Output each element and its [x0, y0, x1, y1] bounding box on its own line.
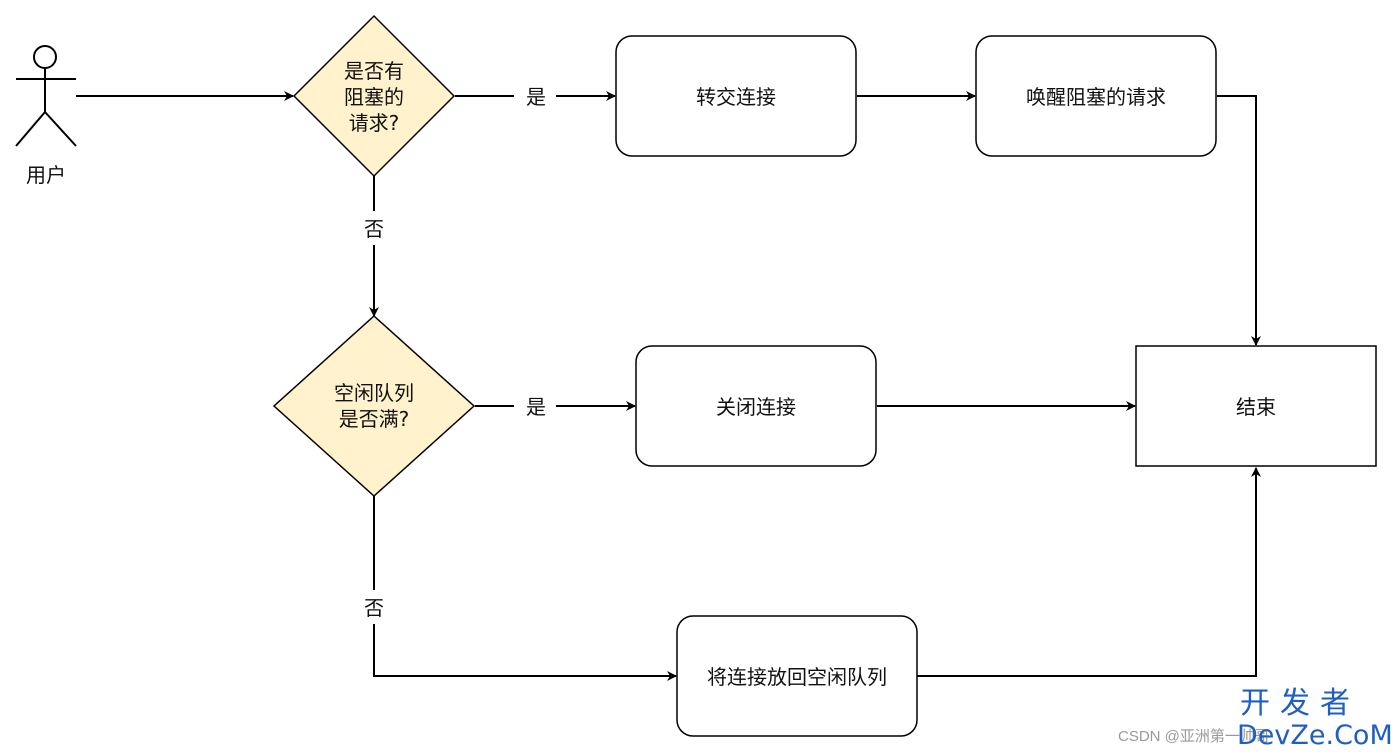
edge-full-no-part2	[373, 624, 677, 681]
watermark-brand-cn: 开发者	[1240, 686, 1360, 721]
actor-head	[33, 45, 57, 69]
user-actor: 用户	[15, 45, 77, 187]
edge-return-to-end	[917, 467, 1261, 677]
node-transfer-connection: 转交连接	[615, 35, 857, 157]
decision-blocked-shape	[292, 14, 456, 178]
node-transfer-box	[615, 35, 857, 157]
decision-full-shape	[272, 314, 476, 498]
decision-idle-queue-full: 空闲队列 是否满?	[272, 314, 476, 498]
actor-right-leg	[44, 111, 77, 147]
node-close-box	[635, 345, 877, 467]
node-wake-request: 唤醒阻塞的请求	[975, 35, 1217, 157]
node-close-label: 关闭连接	[716, 395, 796, 419]
node-return-to-queue: 将连接放回空闲队列	[676, 615, 918, 737]
decision-blocked-requests: 是否有 阻塞的 请求?	[292, 14, 456, 178]
node-transfer-label: 转交连接	[696, 85, 776, 109]
watermark-csdn: CSDN @亚洲第一帅哥	[1118, 727, 1270, 745]
decision-full-line-2: 是否满?	[339, 407, 410, 431]
edge-label-full-yes: 是	[526, 395, 546, 419]
edge-label-full-no: 否	[364, 596, 384, 620]
watermark-brand-en: DevZe.CoM	[1237, 720, 1393, 751]
node-end-label: 结束	[1236, 395, 1276, 419]
node-close-connection: 关闭连接	[635, 345, 877, 467]
actor-label: 用户	[26, 163, 66, 187]
edges	[76, 91, 1261, 681]
watermark: CSDN @亚洲第一帅哥 开发者 DevZe.CoM	[1118, 686, 1393, 751]
node-return-box	[676, 615, 918, 737]
node-end-box	[1135, 345, 1377, 467]
edge-label-blocked-no: 否	[364, 217, 384, 241]
node-return-label: 将连接放回空闲队列	[707, 665, 887, 689]
actor-left-leg	[15, 111, 46, 147]
node-wake-label: 唤醒阻塞的请求	[1026, 85, 1166, 109]
decision-blocked-line-3: 请求?	[349, 111, 400, 135]
edge-wake-to-end	[1217, 95, 1261, 346]
edge-label-blocked-yes: 是	[526, 85, 546, 109]
decision-blocked-line-2: 阻塞的	[344, 85, 404, 109]
decision-blocked-line-1: 是否有	[344, 59, 404, 83]
node-end: 结束	[1135, 345, 1377, 467]
node-wake-box	[975, 35, 1217, 157]
decision-full-line-1: 空闲队列	[334, 381, 414, 405]
